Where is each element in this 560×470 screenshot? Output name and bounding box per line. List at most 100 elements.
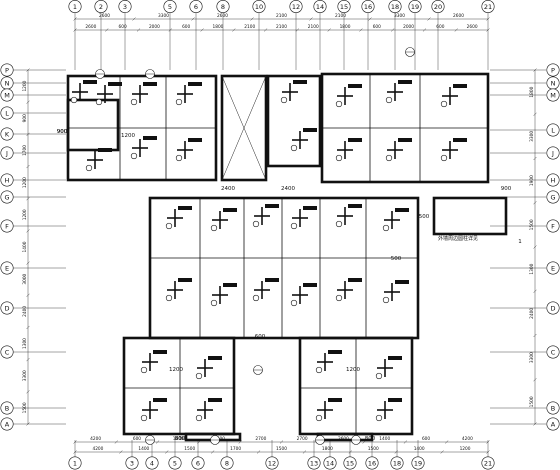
dim-left: 1200900170012001200140030002400130033001… bbox=[22, 68, 30, 426]
dim-bot2-1: 1400 bbox=[138, 446, 149, 452]
callout-7: 800 bbox=[365, 436, 376, 442]
dim-left-7: 2400 bbox=[22, 306, 28, 317]
svg-text:12: 12 bbox=[292, 3, 300, 11]
svg-text:21: 21 bbox=[484, 3, 492, 11]
rebar-mark bbox=[165, 278, 192, 302]
axis-top-10: 10 bbox=[252, 0, 266, 13]
dim-left-9: 3300 bbox=[22, 370, 28, 381]
dim-bot2-0: 4200 bbox=[92, 446, 103, 452]
rebar-mark bbox=[165, 206, 192, 230]
axis-bottom-6: 6 bbox=[191, 456, 205, 470]
svg-text:H: H bbox=[5, 176, 10, 184]
axis-top-5: 5 bbox=[163, 0, 177, 13]
dim-top1-3: 2100 bbox=[276, 13, 287, 19]
svg-text:J: J bbox=[551, 149, 554, 157]
axis-right-P: P bbox=[546, 63, 560, 77]
callout-5: 1200 bbox=[169, 367, 183, 373]
rebar-mark bbox=[280, 80, 307, 104]
axis-left-N: N bbox=[0, 76, 14, 90]
wall-outline bbox=[66, 72, 508, 442]
svg-text:P: P bbox=[5, 66, 9, 74]
rebar-mark bbox=[375, 398, 402, 422]
callout-8: 800 bbox=[175, 436, 186, 442]
svg-text:3: 3 bbox=[123, 3, 127, 11]
axis-top-6: 6 bbox=[189, 0, 203, 13]
section-marker bbox=[95, 69, 105, 79]
svg-text:M: M bbox=[4, 91, 10, 99]
dim-top2-3: 600 bbox=[182, 24, 190, 30]
svg-text:N: N bbox=[5, 79, 10, 87]
svg-text:D: D bbox=[4, 304, 9, 312]
rebar-mark bbox=[252, 204, 279, 228]
axis-left-D: D bbox=[0, 301, 14, 315]
dim-top1-0: 2600 bbox=[99, 13, 110, 19]
dim-left-6: 3000 bbox=[22, 273, 28, 284]
svg-text:8: 8 bbox=[221, 3, 225, 11]
rebar-mark bbox=[140, 398, 167, 422]
rebar-mark bbox=[85, 148, 112, 172]
svg-text:K: K bbox=[5, 130, 10, 138]
dim-top2-10: 2000 bbox=[403, 24, 414, 30]
callout-2: 2400 bbox=[221, 186, 235, 192]
callout-12: 900 bbox=[501, 186, 512, 192]
rebar-mark bbox=[130, 82, 157, 106]
callout-4: 1200 bbox=[121, 133, 135, 139]
axis-bottom-21: 21 bbox=[481, 456, 495, 470]
svg-text:D: D bbox=[550, 304, 555, 312]
slab-partitions bbox=[68, 74, 488, 434]
axis-bottom-8: 8 bbox=[220, 456, 234, 470]
svg-text:4: 4 bbox=[150, 459, 154, 467]
svg-text:1: 1 bbox=[73, 3, 77, 11]
axis-left-H: H bbox=[0, 173, 14, 187]
svg-text:16: 16 bbox=[364, 3, 372, 11]
svg-text:14: 14 bbox=[326, 459, 334, 467]
svg-text:18: 18 bbox=[391, 3, 399, 11]
callout-6: 1200 bbox=[346, 367, 360, 373]
axis-bottom-1: 1 bbox=[68, 456, 82, 470]
dim-bot1-2: 1400 bbox=[173, 436, 184, 442]
axis-left-P: P bbox=[0, 63, 14, 77]
dim-top2-6: 2100 bbox=[276, 24, 287, 30]
svg-text:5: 5 bbox=[173, 459, 177, 467]
svg-text:J: J bbox=[5, 149, 8, 157]
rebar-mark bbox=[385, 138, 412, 162]
dim-right-2: 1900 bbox=[529, 175, 535, 186]
dim-left-1: 900 bbox=[22, 114, 28, 122]
dim-left-2: 1700 bbox=[22, 145, 28, 156]
rebar-mark bbox=[335, 138, 362, 162]
axis-left-K: K bbox=[0, 127, 14, 141]
dim-bot1-7: 1400 bbox=[379, 436, 390, 442]
dim-bottom-row1: 42006001400260027002700260014006004200 bbox=[73, 436, 490, 444]
dim-bot1-9: 4200 bbox=[462, 436, 473, 442]
dim-top2-12: 2600 bbox=[467, 24, 478, 30]
rebar-mark bbox=[290, 206, 317, 230]
axis-left-M: M bbox=[0, 88, 14, 102]
axis-bottom-5: 5 bbox=[168, 456, 182, 470]
axis-left-G: G bbox=[0, 190, 14, 204]
svg-text:H: H bbox=[551, 176, 556, 184]
svg-text:16: 16 bbox=[368, 459, 376, 467]
svg-text:A: A bbox=[551, 420, 556, 428]
section-marker bbox=[145, 435, 155, 445]
rebar-mark bbox=[70, 80, 97, 104]
rebar-mark bbox=[440, 84, 467, 108]
room-block-north-mid bbox=[266, 74, 322, 168]
axis-bottom-14: 14 bbox=[323, 456, 337, 470]
svg-text:G: G bbox=[550, 193, 555, 201]
dim-top1-1: 3300 bbox=[158, 13, 169, 19]
dim-bot2-4: 1500 bbox=[276, 446, 287, 452]
rebar-mark bbox=[382, 280, 409, 304]
svg-text:5: 5 bbox=[168, 3, 172, 11]
rebar-mark bbox=[290, 283, 317, 307]
svg-text:F: F bbox=[5, 222, 9, 230]
axis-right-E: E bbox=[546, 261, 560, 275]
section-marker bbox=[405, 47, 415, 57]
axis-bottom-18: 18 bbox=[390, 456, 404, 470]
axis-top-12: 12 bbox=[289, 0, 303, 13]
axis-left-B: B bbox=[0, 401, 14, 415]
axis-left-J: J bbox=[0, 146, 14, 160]
dim-right-4: 1300 bbox=[529, 263, 535, 274]
